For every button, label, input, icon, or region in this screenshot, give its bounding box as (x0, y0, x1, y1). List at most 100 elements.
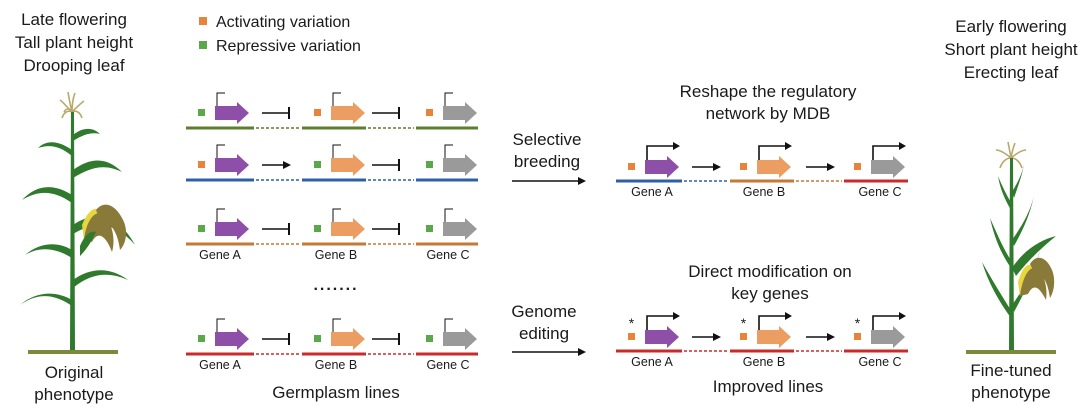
promoter-arrow (444, 144, 453, 158)
activation-mark (262, 161, 291, 169)
variation-square (426, 161, 433, 168)
gene-arrow (871, 156, 905, 178)
variation-square (426, 335, 433, 342)
variation-square (854, 333, 861, 340)
promoter-arrow-head (673, 312, 680, 320)
activating-swatch (199, 17, 207, 25)
gene-c (426, 208, 477, 240)
improved-caption: Improved lines (713, 377, 824, 396)
promoter-arrow-head (785, 312, 792, 320)
edit-mark: * (741, 315, 747, 331)
gene-arrow (331, 218, 365, 240)
promoter-arrow (758, 145, 785, 160)
promoter-arrow (216, 318, 225, 332)
gene-a-label: Gene A (199, 358, 241, 372)
variation-square (628, 163, 635, 170)
gene-arrow (215, 218, 249, 240)
mdb-line: Gene A Gene B Gene C (616, 142, 908, 199)
breeding-arrow-head (578, 177, 586, 185)
fine-tuned-caption-line2: phenotype (971, 383, 1050, 402)
trait-tall-plant-height: Tall plant height (15, 33, 133, 52)
variation-square (426, 225, 433, 232)
edit-mark: * (629, 315, 635, 331)
left-traits: Late flowering Tall plant height Droopin… (15, 10, 133, 75)
gene-b-label: Gene B (743, 185, 785, 199)
trait-erecting-leaf: Erecting leaf (964, 63, 1059, 82)
original-caption-line2: phenotype (34, 385, 113, 404)
gene-c-label: Gene C (426, 358, 469, 372)
gene-b-label: Gene B (315, 248, 357, 262)
promoter-arrow (444, 92, 453, 106)
variation-square (854, 163, 861, 170)
activation-mark (806, 333, 835, 341)
gene-c-label: Gene C (858, 185, 901, 199)
gene-c-label: Gene C (858, 355, 901, 369)
improved-rows: Gene A Gene B Gene C * * * Gene A Gene B Gene C (616, 142, 908, 369)
promoter-arrow (332, 144, 341, 158)
gene-arrow (645, 156, 679, 178)
original-caption-line1: Original (45, 363, 104, 382)
trait-drooping-leaf: Drooping leaf (23, 56, 124, 75)
promoter-arrow (646, 315, 673, 330)
legend-repressive: Repressive variation (216, 38, 361, 55)
promoter-arrow (332, 208, 341, 222)
variation-square (314, 335, 321, 342)
germplasm-line-3: Gene A Gene B Gene C (186, 208, 478, 262)
gene-arrow (757, 156, 791, 178)
gene-a (198, 92, 249, 124)
variation-square (198, 161, 205, 168)
promoter-arrow (332, 318, 341, 332)
gene-a-label: Gene A (199, 248, 241, 262)
gene-b (740, 142, 792, 178)
fine-tuned-caption-line1: Fine-tuned (970, 361, 1051, 380)
promoter-arrow (444, 318, 453, 332)
activation-mark (692, 333, 721, 341)
gene-arrow (331, 154, 365, 176)
legend: Activating variation Repressive variatio… (199, 14, 361, 55)
gene-arrow (215, 154, 249, 176)
variation-square (198, 335, 205, 342)
gene-b (314, 92, 365, 124)
repression-mark (372, 223, 400, 235)
promoter-arrow (872, 145, 899, 160)
promoter-arrow-head (899, 312, 906, 320)
original-plant-icon (20, 91, 135, 354)
gene-a (198, 144, 249, 176)
ellipsis: ....... (313, 277, 358, 294)
gene-a (198, 318, 249, 350)
germplasm-line-2 (186, 144, 478, 182)
gene-c (426, 318, 477, 350)
germplasm-caption: Germplasm lines (272, 383, 400, 402)
gene-a-label: Gene A (631, 185, 673, 199)
promoter-arrow (444, 208, 453, 222)
gene-c (854, 142, 906, 178)
gene-b: * (740, 312, 792, 348)
mdb-line1: Reshape the regulatory (680, 82, 857, 101)
activation-mark (692, 163, 721, 171)
trait-early-flowering: Early flowering (955, 17, 1067, 36)
gene-c (426, 144, 477, 176)
gene-arrow (331, 102, 365, 124)
editing-label: editing (519, 324, 569, 343)
repressive-swatch (199, 41, 207, 49)
editing-arrow-head (578, 348, 586, 356)
gene-a-label: Gene A (631, 355, 673, 369)
promoter-arrow-head (785, 142, 792, 150)
promoter-arrow (872, 315, 899, 330)
trait-short-plant-height: Short plant height (944, 40, 1078, 59)
gene-arrow (443, 154, 477, 176)
gene-c (426, 92, 477, 124)
activation-mark (806, 163, 835, 171)
gene-c: * (854, 312, 906, 348)
fine-tuned-plant-icon (966, 141, 1056, 354)
gene-b (314, 208, 365, 240)
repression-mark (372, 107, 400, 119)
gene-arrow (443, 328, 477, 350)
germplasm-line-1 (186, 92, 478, 130)
gene-c-label: Gene C (426, 248, 469, 262)
gene-arrow (757, 326, 791, 348)
variation-square (628, 333, 635, 340)
